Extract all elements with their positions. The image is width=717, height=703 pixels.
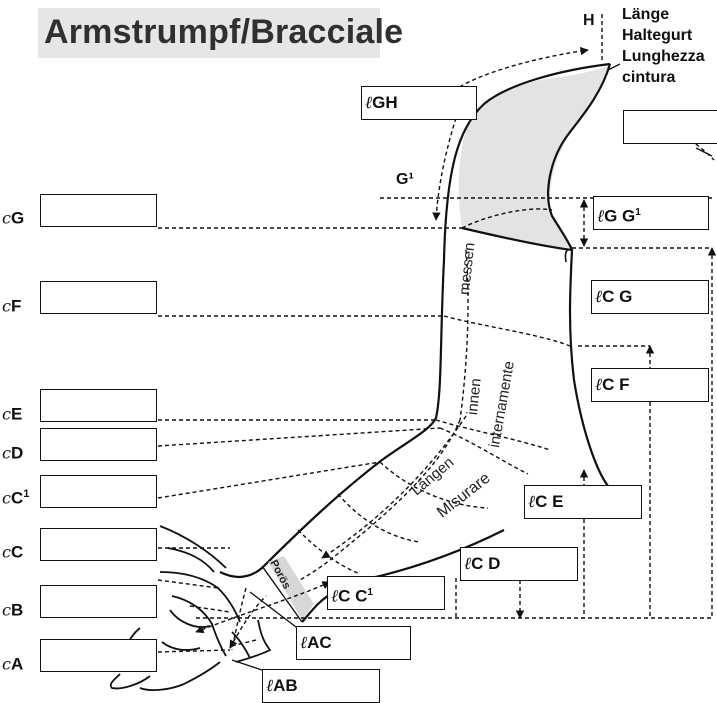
title-background [38, 8, 380, 58]
circumference-input-e[interactable] [40, 389, 157, 422]
length-input-cc1[interactable]: ℓC C1 [327, 576, 445, 610]
length-label-gg1: ℓG G1 [597, 206, 641, 227]
circumference-input-c[interactable] [40, 528, 157, 561]
circumference-input-f[interactable] [40, 281, 157, 314]
length-label-gh: ℓGH [365, 93, 398, 113]
length-label-ac: ℓAC [300, 633, 332, 653]
top-band-inner [564, 248, 573, 263]
length-input-ce[interactable]: ℓC E [524, 485, 642, 519]
arm-upper-left-edge [219, 62, 611, 578]
length-label-cf: ℓC F [595, 375, 630, 395]
length-input-gh[interactable]: ℓGH [361, 86, 477, 120]
circumference-input-d[interactable] [40, 428, 157, 461]
length-input-gg1[interactable]: ℓG G1 [593, 196, 709, 230]
shoulder-shaded-region [458, 64, 610, 248]
circumference-label-e: cE [2, 404, 23, 424]
diagram-title: Armstrumpf/Bracciale [44, 13, 404, 51]
circumference-label-c1: cC1 [2, 488, 30, 508]
circumference-label-g: cG [2, 208, 25, 228]
length-input-cg[interactable]: ℓC G [591, 280, 709, 314]
arm-upper-right-edge [547, 63, 612, 487]
circumference-input-b[interactable] [40, 585, 157, 618]
holding-strap-label: Länge Haltegurt Lunghezza cintura [622, 6, 705, 86]
circumference-label-b: cB [2, 600, 24, 620]
point-h-label: H [583, 12, 595, 29]
circumference-label-f: cF [2, 296, 22, 316]
length-input-cd[interactable]: ℓC D [460, 547, 578, 581]
length-label-cd: ℓC D [464, 554, 501, 574]
top-band-line [461, 226, 573, 252]
circumference-input-a[interactable] [40, 639, 157, 672]
length-input-cf[interactable]: ℓC F [591, 368, 709, 402]
length-label-ce: ℓC E [528, 492, 564, 512]
circumference-input-c1[interactable] [40, 475, 157, 508]
length-input-ab[interactable]: ℓAB [262, 669, 380, 703]
length-input-ac[interactable]: ℓAC [296, 626, 411, 660]
length-label-cg: ℓC G [595, 287, 633, 307]
point-g1-label: G¹ [396, 171, 414, 188]
circumference-label-c: cC [2, 542, 24, 562]
circumference-label-a: cA [2, 654, 24, 674]
length-label-cc1: ℓC C1 [331, 586, 373, 607]
holding-strap-input[interactable] [623, 110, 717, 144]
circumference-input-g[interactable] [40, 194, 157, 227]
length-label-ab: ℓAB [266, 676, 298, 696]
circumference-label-d: cD [2, 443, 24, 463]
